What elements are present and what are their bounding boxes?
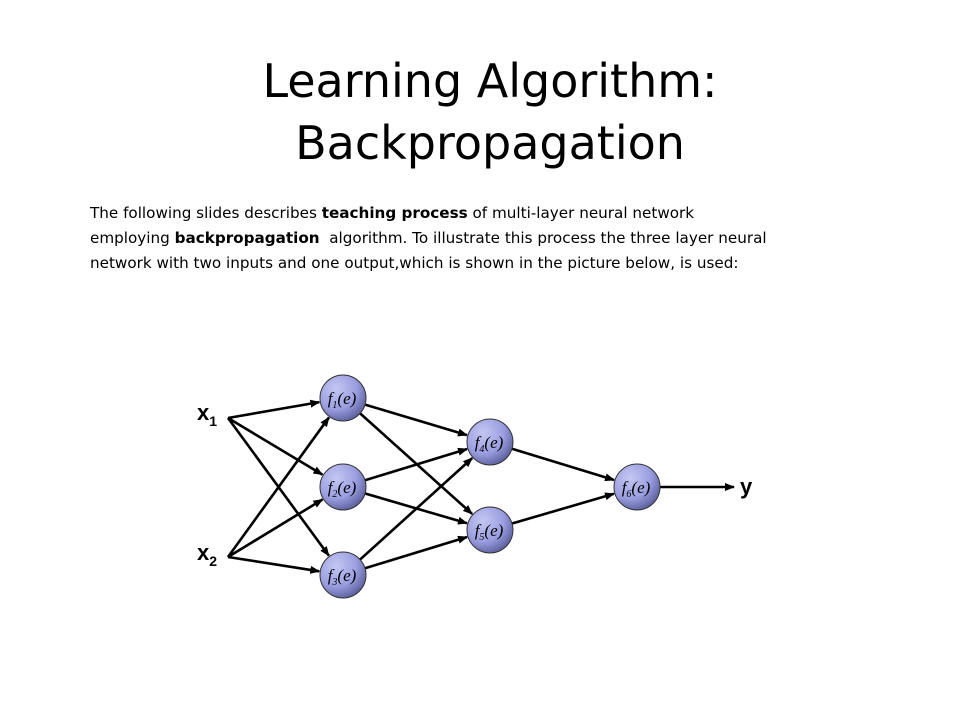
neuron-f4: f4(e) [466,418,514,466]
text: employing [90,229,175,247]
para-line-2: employing backpropagation algorithm. To … [90,226,850,251]
neuron-circle [319,463,367,511]
input-label-x1: x1 [197,400,217,429]
edge-f2-f4 [364,447,469,482]
neuron-label: f2(e) [328,478,357,500]
text: algorithm. To illustrate this process th… [319,229,767,247]
neuron-label: f5(e) [475,521,504,543]
edge-f4-f6 [511,447,616,482]
text: The following slides describes [90,204,322,222]
neuron-f1: f1(e) [319,374,367,422]
neuron-f5: f5(e) [466,506,514,554]
edge-x2-f3 [227,555,321,574]
title-line-1: Learning Algorithm: [262,54,718,108]
edge-f3-f5 [364,535,469,570]
io-labels: x1 x2 y [197,400,753,569]
edge-f5-f6 [511,492,615,525]
edge-f1-f4 [364,403,468,437]
description-paragraph: The following slides describes teaching … [90,201,850,276]
neuron-label: f3(e) [328,566,357,588]
neuron-f3: f3(e) [319,551,367,599]
neuron-label: f1(e) [328,389,357,411]
bold-text: teaching process [321,204,468,222]
neuron-circle [466,418,514,466]
neuron-circle [466,506,514,554]
edge-f3-f4 [359,457,474,561]
bold-text: backpropagation [174,229,320,247]
neurons: f1(e) f2(e) f3(e) f4(e) f5(e) f6(e) [319,374,661,599]
neuron-f6: f6(e) [613,463,661,511]
edge-x1-f1 [227,399,321,420]
input-label-x2: x2 [197,540,217,569]
para-line-3: network with two inputs and one output,w… [90,254,739,272]
neuron-circle [319,374,367,422]
neuron-f2: f2(e) [319,463,367,511]
connections [226,399,735,574]
para-line-1: The following slides describes teaching … [90,201,850,226]
edge-x2-f2 [227,498,324,559]
neuron-circle [319,551,367,599]
output-label-y: y [740,474,753,499]
slide-title: Learning Algorithm: Backpropagation [0,50,960,174]
neuron-label: f6(e) [622,478,651,500]
text: of multi-layer neural network [467,204,695,222]
neuron-label: f4(e) [475,433,504,455]
title-line-2: Backpropagation [295,116,685,170]
edge-x1-f2 [227,416,324,476]
neuron-circle [613,463,661,511]
edge-x2-f1 [226,416,330,558]
